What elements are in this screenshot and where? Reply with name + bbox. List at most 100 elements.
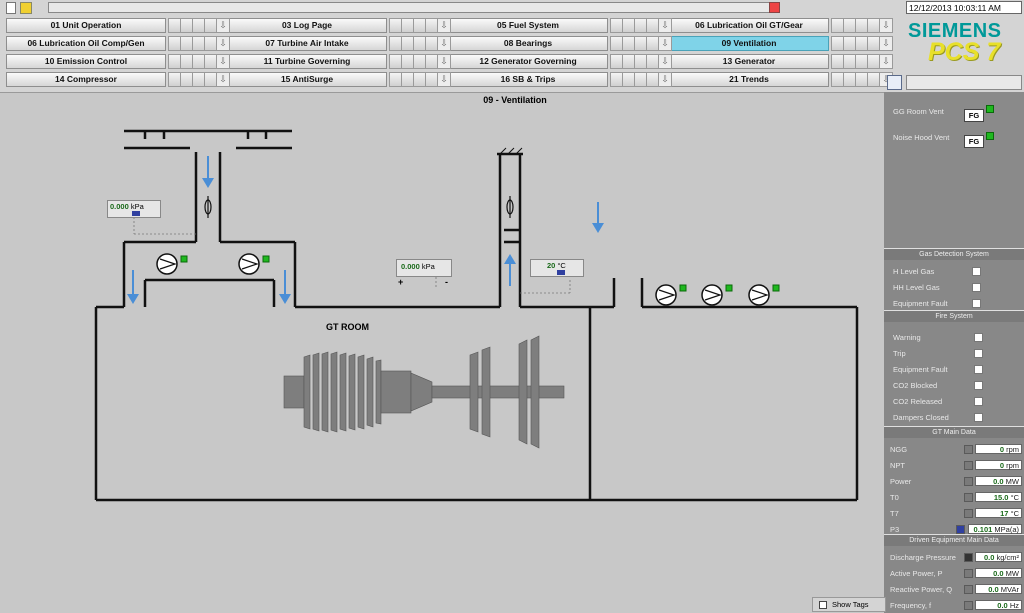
t7-quality-icon (964, 509, 973, 518)
intake-pressure-display[interactable]: 0.000 kPa (107, 200, 161, 218)
driven-equipment-section: Driven Equipment Main Data Discharge Pre… (884, 534, 1024, 613)
dampers-closed-indicator (974, 413, 983, 422)
reactive-power-unit: MVAr (1000, 585, 1019, 594)
nav-06-lube-oil-gt-gear[interactable]: 06 Lubrication Oil GT/Gear (669, 18, 829, 33)
npt-unit: rpm (1006, 461, 1019, 470)
document-icon[interactable] (6, 2, 16, 14)
nav-08-bearings[interactable]: 08 Bearings (448, 36, 608, 51)
down-arrow-icon[interactable]: ⇩ (437, 18, 451, 33)
nav-11-turbine-governing[interactable]: 11 Turbine Governing (227, 54, 387, 69)
room-pressure-unit: kPa (421, 262, 435, 271)
co2-released-indicator (974, 397, 983, 406)
down-arrow-icon[interactable]: ⇩ (437, 36, 451, 51)
room-pressure-value: 0.000 (401, 262, 420, 271)
room-temperature-display[interactable]: 20 °C (530, 259, 584, 277)
p3-number: 0.101 (973, 525, 993, 534)
pcs7-logo: PCS 7 (928, 38, 1001, 66)
gas-equipment-fault-indicator (972, 299, 981, 308)
show-tags-toggle[interactable]: Show Tags (812, 597, 886, 612)
gg-room-vent-indicator (986, 105, 994, 113)
top-navigation-bar: 01 Unit Operation 03 Log Page 05 Fuel Sy… (0, 0, 1024, 93)
status-panel: GG Room Vent FG Noise Hood Vent FG Gas D… (884, 92, 1024, 613)
gg-room-vent-status[interactable]: FG (964, 109, 984, 122)
down-arrow-icon[interactable]: ⇩ (216, 54, 230, 69)
fire-trip-indicator (974, 349, 983, 358)
page-title: 09 - Ventilation (483, 95, 547, 105)
command-input[interactable] (906, 75, 1022, 90)
nav-14-compressor[interactable]: 14 Compressor (6, 72, 166, 87)
reactive-power-value[interactable]: 0.0 MVAr (975, 584, 1022, 594)
frequency-label: Frequency, f (890, 601, 932, 610)
fire-warning-label: Warning (893, 333, 921, 342)
faceplate-icon[interactable] (132, 211, 140, 216)
active-power-unit: MW (1005, 569, 1019, 578)
active-power-quality-icon (964, 569, 973, 578)
nav-09-ventilation[interactable]: 09 Ventilation (669, 36, 829, 51)
down-arrow-icon[interactable]: ⇩ (216, 36, 230, 51)
down-arrow-icon[interactable]: ⇩ (879, 18, 893, 33)
fire-warning-indicator (974, 333, 983, 342)
nav-07-turbine-air-intake[interactable]: 07 Turbine Air Intake (227, 36, 387, 51)
power-number: 0.0 (993, 477, 1004, 486)
intake-damper-icon[interactable] (204, 196, 212, 218)
active-power-value[interactable]: 0.0 MW (975, 568, 1022, 578)
extract-fan-3-icon[interactable] (748, 284, 780, 306)
nav-06-lube-oil-comp-gen[interactable]: 06 Lubrication Oil Comp/Gen (6, 36, 166, 51)
message-line (48, 2, 770, 13)
nav-05-fuel-system[interactable]: 05 Fuel System (448, 18, 608, 33)
frequency-unit: Hz (1009, 601, 1019, 610)
co2-blocked-indicator (974, 381, 983, 390)
noise-hood-vent-status[interactable]: FG (964, 135, 984, 148)
frequency-value[interactable]: 0.0 Hz (975, 600, 1022, 610)
p3-faceplate-icon[interactable] (956, 525, 965, 534)
ventilation-mimic (94, 129, 859, 502)
down-arrow-icon[interactable]: ⇩ (658, 54, 672, 69)
hh-level-gas-label: HH Level Gas (893, 283, 940, 292)
gt-room-label: GT ROOM (326, 322, 369, 332)
gt-main-data-title: GT Main Data (884, 427, 1024, 438)
save-icon[interactable] (887, 75, 902, 90)
extract-fan-1-icon[interactable] (655, 284, 687, 306)
extract-fan-2-icon[interactable] (701, 284, 733, 306)
down-arrow-icon[interactable]: ⇩ (658, 72, 672, 87)
t7-value[interactable]: 17 °C (975, 508, 1022, 518)
intake-fan-2-icon[interactable] (238, 253, 270, 275)
fire-trip-label: Trip (893, 349, 906, 358)
down-arrow-icon[interactable]: ⇩ (437, 54, 451, 69)
npt-quality-icon (964, 461, 973, 470)
down-arrow-icon[interactable]: ⇩ (216, 18, 230, 33)
nav-13-generator[interactable]: 13 Generator (669, 54, 829, 69)
active-power-number: 0.0 (993, 569, 1004, 578)
down-arrow-icon[interactable]: ⇩ (658, 36, 672, 51)
nav-12-generator-governing[interactable]: 12 Generator Governing (448, 54, 608, 69)
nav-16-sb-trips[interactable]: 16 SB & Trips (448, 72, 608, 87)
down-arrow-icon[interactable]: ⇩ (879, 54, 893, 69)
show-tags-checkbox[interactable] (819, 601, 827, 610)
power-value[interactable]: 0.0 MW (975, 476, 1022, 486)
nav-21-trends[interactable]: 21 Trends (669, 72, 829, 87)
co2-blocked-label: CO2 Blocked (893, 381, 938, 390)
nav-01-unit-operation[interactable]: 01 Unit Operation (6, 18, 166, 33)
npt-value[interactable]: 0 rpm (975, 460, 1022, 470)
nav-03-log-page[interactable]: 03 Log Page (227, 18, 387, 33)
exhaust-damper-icon[interactable] (506, 196, 514, 218)
t7-unit: °C (1010, 509, 1019, 518)
gas-detection-section: Gas Detection System H Level Gas HH Leve… (884, 248, 1024, 311)
p3-value[interactable]: 0.101 MPa(a) (968, 524, 1022, 534)
intake-fan-1-icon[interactable] (156, 253, 188, 275)
room-pressure-display[interactable]: 0.000 kPa (396, 259, 452, 277)
nav-10-emission-control[interactable]: 10 Emission Control (6, 54, 166, 69)
down-arrow-icon[interactable]: ⇩ (437, 72, 451, 87)
faceplate-icon[interactable] (557, 270, 565, 275)
t0-value[interactable]: 15.0 °C (975, 492, 1022, 502)
down-arrow-icon[interactable]: ⇩ (879, 36, 893, 51)
intake-pressure-unit: kPa (130, 202, 144, 211)
nav-15-antisurge[interactable]: 15 AntiSurge (227, 72, 387, 87)
down-arrow-icon[interactable]: ⇩ (658, 18, 672, 33)
frequency-quality-icon (964, 601, 973, 610)
down-arrow-icon[interactable]: ⇩ (216, 72, 230, 87)
alarm-icon[interactable] (769, 2, 780, 13)
edit-icon[interactable] (20, 2, 32, 14)
discharge-pressure-value[interactable]: 0.0 kg/cm² (975, 552, 1022, 562)
ngg-value[interactable]: 0 rpm (975, 444, 1022, 454)
